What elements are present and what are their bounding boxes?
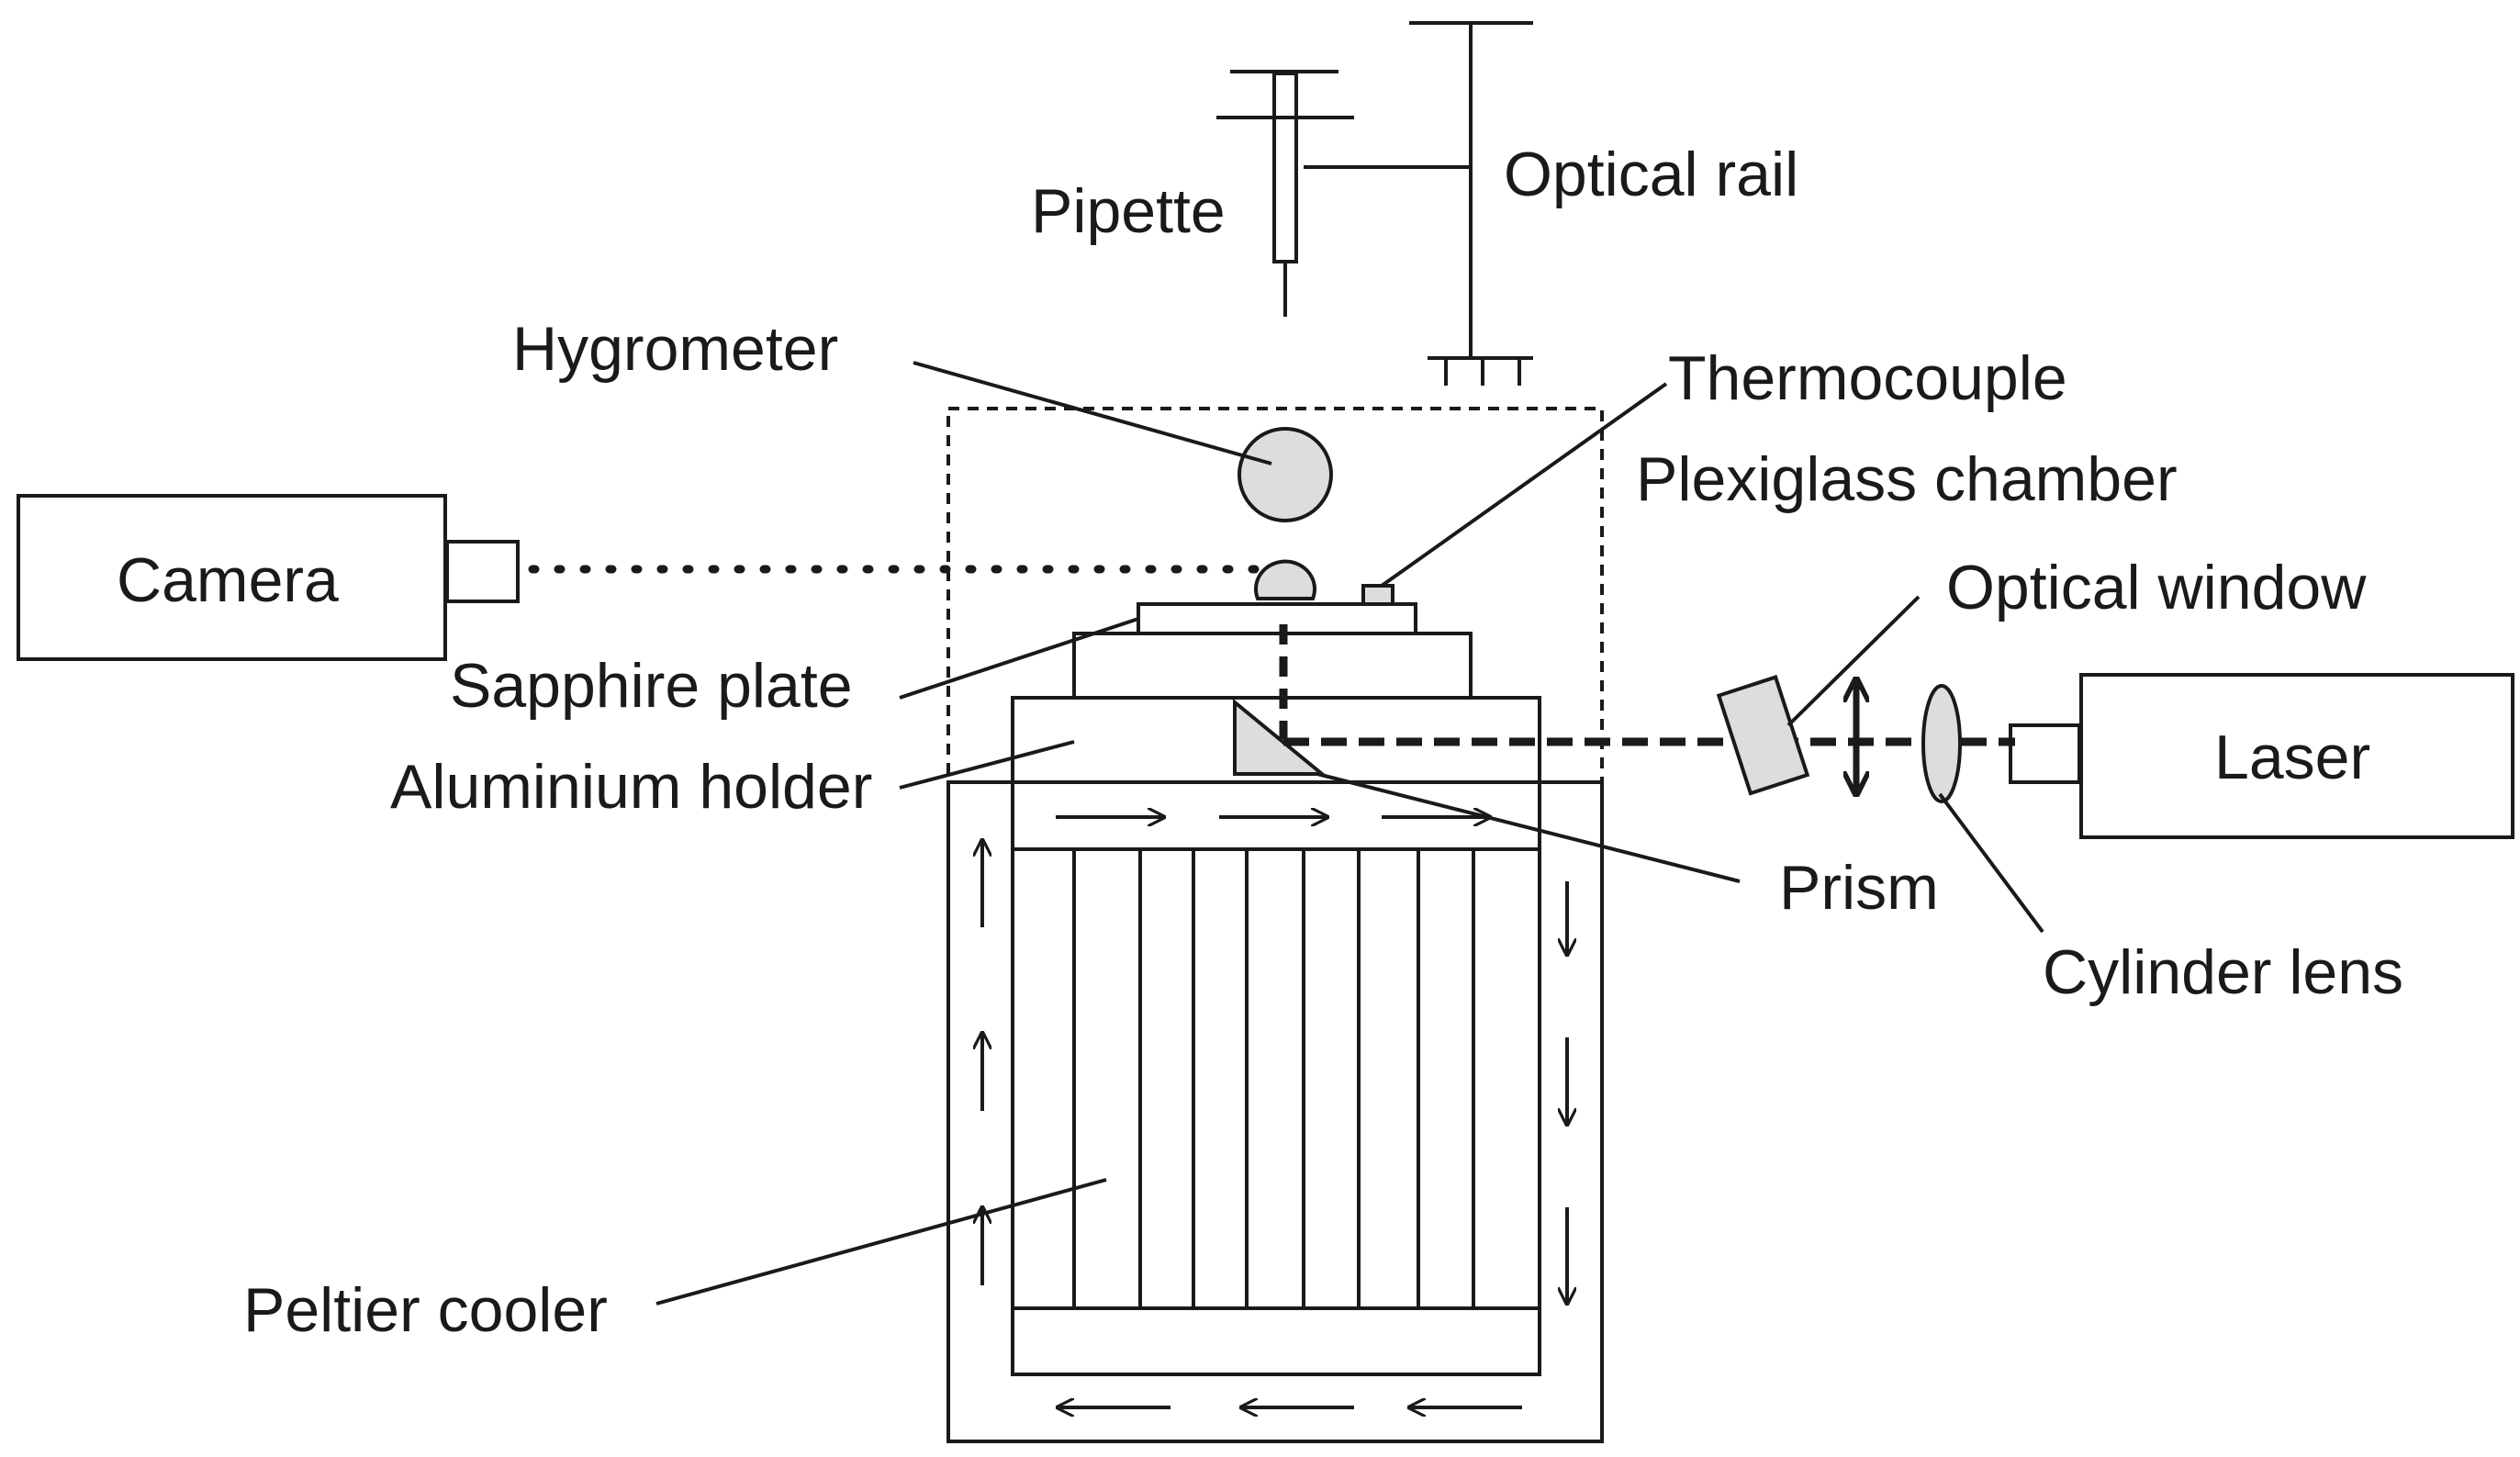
label-hygrometer: Hygrometer <box>512 314 838 384</box>
label-laser: Laser <box>2214 723 2370 792</box>
label-plexiglass-chamber: Plexiglass chamber <box>1636 444 2178 514</box>
label-prism: Prism <box>1779 853 1939 923</box>
camera <box>17 494 520 661</box>
pipette <box>1216 70 1354 317</box>
label-thermocouple: Thermocouple <box>1668 343 2067 413</box>
sapphire-plate <box>1137 602 1417 635</box>
coolant-flow-arrows <box>982 817 1567 1407</box>
hygrometer <box>1238 427 1333 522</box>
optical-window <box>1716 675 1810 796</box>
label-aluminium-holder: Aluminium holder <box>390 752 872 822</box>
laser-beam <box>1279 624 2015 746</box>
cylinder-lens <box>1921 684 1962 803</box>
peltier-cooler <box>946 780 1604 1443</box>
label-camera: Camera <box>117 545 339 615</box>
prism <box>1233 698 1327 776</box>
optical-rail <box>1304 21 1533 386</box>
thermocouple <box>1361 584 1394 606</box>
label-optical-rail: Optical rail <box>1504 140 1798 209</box>
label-peltier-cooler: Peltier cooler <box>243 1275 608 1345</box>
label-pipette: Pipette <box>1031 176 1226 246</box>
leader-lines <box>655 361 2044 1306</box>
label-cylinder-lens: Cylinder lens <box>2043 937 2403 1007</box>
laser <box>2009 673 2514 839</box>
label-optical-window: Optical window <box>1946 553 2367 622</box>
droplet <box>1254 559 1316 600</box>
label-sapphire-plate: Sapphire plate <box>450 651 853 721</box>
